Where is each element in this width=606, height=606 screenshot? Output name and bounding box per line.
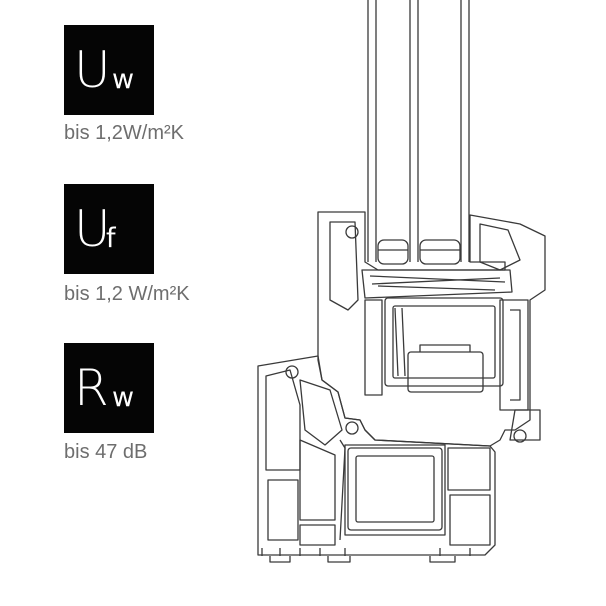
rw-badge: R w (64, 343, 154, 433)
uw-symbol: U (74, 41, 111, 99)
frame-profile (257, 355, 496, 563)
glazing-panes (367, 0, 470, 265)
uw-subscript: w (112, 64, 135, 95)
rw-subscript: w (112, 382, 135, 413)
rw-value: bis 47 dB (64, 441, 148, 463)
uf-value: bis 1,2 W/m²K (64, 283, 190, 305)
uf-symbol: U (74, 200, 111, 258)
uw-value: bis 1,2W/m²K (64, 122, 185, 144)
uf-badge: U f (64, 184, 154, 274)
uw-badge: U w (64, 25, 154, 115)
rw-symbol: R (74, 359, 109, 417)
sash-profile (285, 211, 546, 447)
uf-subscript: f (106, 223, 116, 254)
